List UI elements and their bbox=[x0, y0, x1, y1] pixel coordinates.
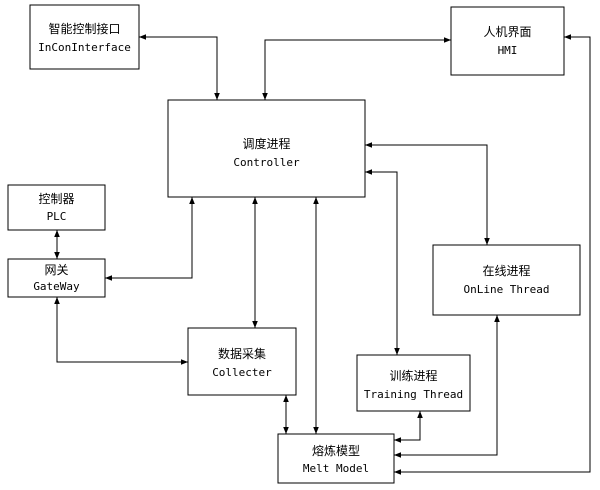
node-plc-cn: 控制器 bbox=[38, 192, 74, 206]
connector-incon-controller bbox=[139, 34, 220, 100]
node-incon-interface[interactable]: 智能控制接口 InConInterface bbox=[29, 4, 140, 70]
node-hmi-en: HMI bbox=[498, 44, 518, 57]
node-incon-interface-en: InConInterface bbox=[38, 41, 131, 54]
node-gateway[interactable]: 网关 GateWay bbox=[7, 258, 106, 298]
node-online-thread-cn: 在线进程 bbox=[482, 263, 530, 278]
connector-gateway-controller bbox=[105, 197, 195, 281]
node-gateway-en: GateWay bbox=[33, 280, 80, 293]
node-controller-en: Controller bbox=[233, 156, 300, 169]
node-training-thread-en: Training Thread bbox=[364, 388, 463, 401]
node-online-thread[interactable]: 在线进程 OnLine Thread bbox=[432, 244, 581, 316]
node-training-thread[interactable]: 训练进程 Training Thread bbox=[356, 354, 471, 412]
node-controller[interactable]: 调度进程 Controller bbox=[167, 99, 366, 198]
connector-controller-training bbox=[365, 169, 400, 355]
node-incon-interface-cn: 智能控制接口 bbox=[48, 21, 120, 36]
connector-hmi-controller bbox=[262, 37, 451, 100]
node-plc[interactable]: 控制器 PLC bbox=[7, 184, 106, 231]
node-online-thread-en: OnLine Thread bbox=[463, 283, 549, 296]
node-collecter-en: Collecter bbox=[212, 366, 272, 379]
node-controller-cn: 调度进程 bbox=[242, 136, 290, 151]
node-collecter[interactable]: 数据采集 Collecter bbox=[187, 327, 297, 396]
node-melt-model-cn: 熔炼模型 bbox=[312, 443, 360, 458]
connections-layer bbox=[54, 34, 591, 475]
connector-hmi-melt bbox=[394, 34, 591, 475]
node-gateway-cn: 网关 bbox=[44, 263, 68, 277]
node-plc-en: PLC bbox=[47, 210, 67, 223]
node-melt-model-en: Melt Model bbox=[303, 462, 369, 475]
node-hmi[interactable]: 人机界面 HMI bbox=[450, 6, 565, 76]
node-melt-model[interactable]: 熔炼模型 Melt Model bbox=[277, 433, 395, 484]
node-collecter-cn: 数据采集 bbox=[218, 346, 266, 361]
connector-gateway-collecter bbox=[54, 297, 188, 365]
node-training-thread-cn: 训练进程 bbox=[389, 368, 437, 383]
connector-controller-online bbox=[365, 142, 490, 245]
node-hmi-cn: 人机界面 bbox=[483, 25, 531, 39]
connector-training-melt bbox=[394, 411, 423, 443]
